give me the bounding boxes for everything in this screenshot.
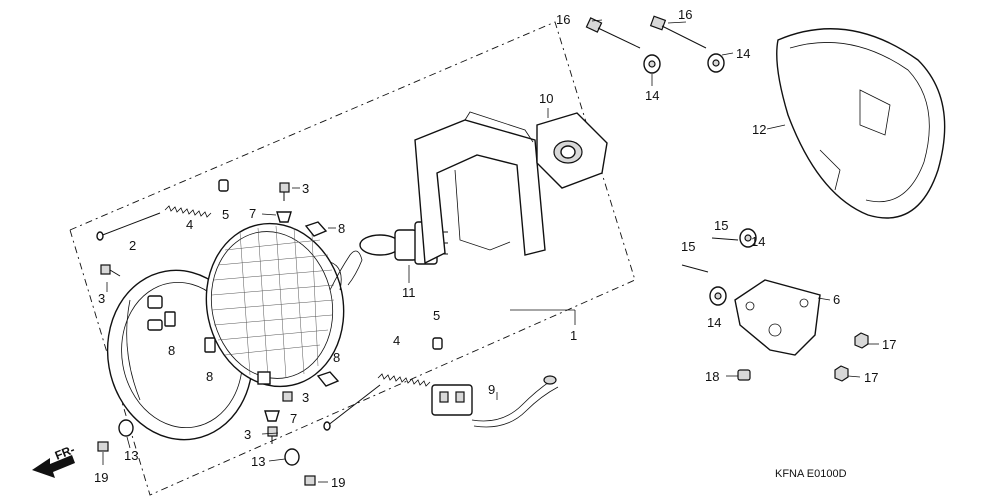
- part-5-nut-upper: [218, 179, 229, 192]
- callout-7: 7: [290, 411, 297, 426]
- callout-14: 14: [751, 234, 765, 249]
- callout-14: 14: [645, 88, 659, 103]
- part-16-bolt-right: [649, 15, 707, 49]
- part-19-screw-bottom: [304, 475, 316, 486]
- part-5-nut-lower: [432, 337, 443, 350]
- callout-7: 7: [249, 206, 256, 221]
- bulb-retainer-spring: [329, 250, 363, 291]
- part-15-pin-lower: [681, 264, 709, 273]
- callout-3: 3: [302, 390, 309, 405]
- part-2-screw-lower: [323, 384, 381, 431]
- callout-8: 8: [333, 350, 340, 365]
- part-3-screw-bottom: [267, 426, 278, 444]
- callout-2: 2: [129, 238, 136, 253]
- callout-8: 8: [168, 343, 175, 358]
- reference-code: KFNA E0100D: [775, 468, 847, 480]
- part-10-socket-cover: [536, 112, 608, 189]
- callout-16: 16: [556, 12, 570, 27]
- callout-3: 3: [302, 181, 309, 196]
- callout-19: 19: [331, 475, 345, 490]
- headlight-lens-unit: [205, 222, 345, 388]
- callout-1: 1: [570, 328, 577, 343]
- leader-lines: [102, 19, 879, 483]
- part-17-nut-upper: [854, 332, 869, 349]
- assembly-boundary: [69, 21, 636, 496]
- front-direction-label: FR-: [53, 442, 77, 462]
- callout-3: 3: [98, 291, 105, 306]
- part-4-spring-lower: [377, 373, 431, 387]
- part-14-collar-top-right: [707, 53, 725, 73]
- part-18-bolt: [737, 369, 751, 381]
- callout-9: 9: [488, 382, 495, 397]
- callout-numbers: 1 2 3 3 3 3 4 4 5 5 6 7 7 8 8 8 8 9 10 1…: [94, 7, 896, 490]
- front-direction-arrow: FR-: [32, 442, 77, 478]
- part-12-headlight-case: [776, 28, 946, 219]
- callout-5: 5: [222, 207, 229, 222]
- part-3-screw-right: [282, 391, 293, 402]
- callout-8: 8: [206, 369, 213, 384]
- callout-11: 11: [402, 285, 416, 300]
- part-8-clip-top: [304, 221, 328, 237]
- part-7-grommet-top: [276, 211, 292, 223]
- part-19-screw-left: [97, 441, 109, 452]
- callout-19: 19: [94, 470, 108, 485]
- part-3-screw-left: [100, 264, 121, 277]
- callout-15: 15: [681, 239, 695, 254]
- part-8-clip-bottom: [316, 371, 340, 387]
- callout-6: 6: [833, 292, 840, 307]
- part-6-stay-plate: [734, 279, 821, 356]
- part-17-nut-lower: [834, 365, 849, 382]
- callout-12: 12: [752, 122, 766, 137]
- callout-16: 16: [678, 7, 692, 22]
- callout-10: 10: [539, 91, 553, 106]
- part-15-pin-upper: [711, 237, 739, 241]
- callout-17: 17: [864, 370, 878, 385]
- callout-15: 15: [714, 218, 728, 233]
- callout-14: 14: [736, 46, 750, 61]
- part-3-screw-top: [279, 182, 290, 201]
- part-13-grommet-left: [118, 419, 134, 437]
- part-16-bolt-left: [585, 17, 641, 49]
- callout-3: 3: [244, 427, 251, 442]
- part-14-collar-right-upper: [739, 228, 757, 248]
- callout-8: 8: [338, 221, 345, 236]
- callout-4: 4: [393, 333, 400, 348]
- part-2-screw: [96, 212, 161, 241]
- part-4-spring-upper: [164, 205, 212, 218]
- part-7-grommet-bottom: [264, 410, 280, 422]
- callout-14: 14: [707, 315, 721, 330]
- part-14-collar-right-lower: [709, 286, 727, 306]
- part-14-collar-top-left: [643, 54, 661, 74]
- callout-17: 17: [882, 337, 896, 352]
- part-9-wire-harness: [431, 375, 559, 428]
- callout-13: 13: [251, 454, 265, 469]
- part-13-grommet-bottom: [284, 448, 300, 466]
- callout-18: 18: [705, 369, 719, 384]
- headlight-bracket: [414, 111, 546, 265]
- callout-13: 13: [124, 448, 138, 463]
- callout-4: 4: [186, 217, 193, 232]
- callout-5: 5: [433, 308, 440, 323]
